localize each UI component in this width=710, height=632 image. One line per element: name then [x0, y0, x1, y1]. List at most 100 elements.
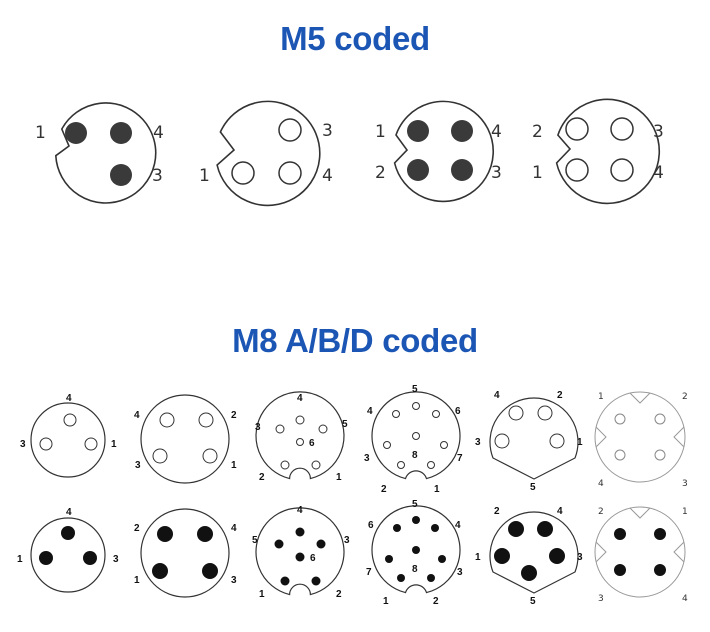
- connector-outline: [30, 402, 106, 478]
- pin: [63, 413, 77, 427]
- pin-label: 2: [532, 122, 543, 142]
- pin-label: 4: [491, 122, 502, 142]
- connector-outline: [216, 100, 321, 207]
- pin-label: 1: [134, 575, 140, 586]
- pin-label: 1: [231, 460, 237, 471]
- pin: [565, 117, 589, 141]
- pin-label: 3: [653, 122, 664, 142]
- pin: [397, 461, 405, 469]
- pin: [39, 551, 53, 565]
- pin: [451, 120, 473, 142]
- pin: [280, 460, 290, 470]
- m5-connector-male-2: 1 4 2 3: [375, 100, 502, 203]
- pin-label: 3: [322, 121, 333, 141]
- pin: [278, 161, 302, 185]
- pin-label: 4: [231, 523, 237, 534]
- m8-male-6pin: 4 5 3 6 1 2: [252, 505, 350, 600]
- pin: [110, 164, 132, 186]
- pin-label: 3: [135, 460, 141, 471]
- pin-label: 6: [309, 438, 315, 449]
- pin-label: 3: [113, 554, 119, 565]
- pin-label: 4: [66, 507, 72, 518]
- connector-outline: [594, 506, 686, 598]
- pin-label: 4: [66, 393, 72, 404]
- pin: [295, 552, 305, 562]
- pin: [508, 405, 524, 421]
- pin-label: 4: [653, 163, 664, 183]
- pin: [83, 551, 97, 565]
- pin-label: 1: [434, 484, 440, 495]
- pin-label: 5: [530, 482, 536, 493]
- m8-female-dcoded: 4 2 3 1 5: [475, 390, 583, 493]
- pin-label: 1: [383, 596, 389, 607]
- pin-label: 2: [557, 390, 563, 401]
- m8-male-keyed-light: 2 1 3 4: [594, 506, 688, 604]
- pin: [61, 526, 75, 540]
- pin: [427, 461, 435, 469]
- m8-female-6pin: 4 3 5 6 2 1: [255, 391, 348, 483]
- pin: [202, 448, 218, 464]
- connector-outline: [393, 100, 495, 203]
- pin: [295, 527, 305, 537]
- connector-outline: [594, 391, 686, 483]
- pin-label: 6: [368, 520, 374, 531]
- pin: [407, 120, 429, 142]
- pin: [654, 449, 666, 461]
- connector-outline: [140, 394, 230, 484]
- pin: [295, 415, 305, 425]
- pin: [311, 460, 321, 470]
- pin: [610, 158, 634, 182]
- pin: [654, 564, 666, 576]
- pin-label: 2: [682, 392, 688, 402]
- m8-male-dcoded: 2 4 1 3 5: [475, 506, 583, 607]
- pin-label: 3: [255, 422, 261, 433]
- pin-label: 1: [17, 554, 23, 565]
- m5-title: M5 coded: [280, 20, 430, 57]
- pin: [231, 161, 255, 185]
- m8-female-keyed-light: 1 2 4 3: [594, 391, 688, 489]
- pin-label: 1: [475, 552, 481, 563]
- pin-label: 3: [682, 479, 688, 489]
- pin: [385, 555, 393, 563]
- pin: [654, 413, 666, 425]
- pin-label: 2: [381, 484, 387, 495]
- pin-label: 4: [367, 406, 373, 417]
- pin: [157, 526, 173, 542]
- pin: [278, 118, 302, 142]
- pin-label: 4: [598, 479, 604, 489]
- pin-label: 1: [375, 122, 386, 142]
- pin: [508, 521, 524, 537]
- pin-label: 4: [297, 393, 303, 404]
- pin-label: 1: [532, 163, 543, 183]
- m8-female-4pin: 4 2 3 1: [134, 394, 237, 484]
- pin-label: 3: [457, 567, 463, 578]
- connector-outline: [371, 391, 461, 480]
- pin-label: 1: [577, 437, 583, 448]
- pin-label: 6: [310, 553, 316, 564]
- pin: [451, 159, 473, 181]
- pin-label: 4: [494, 390, 500, 401]
- pin: [152, 448, 168, 464]
- m8-female-3pin: 4 3 1: [20, 393, 117, 478]
- pin-label: 3: [475, 437, 481, 448]
- pin-label: 1: [35, 123, 46, 143]
- pin-label: 3: [364, 453, 370, 464]
- pin: [537, 521, 553, 537]
- pin: [614, 413, 626, 425]
- pin-label: 1: [598, 392, 604, 402]
- coding-key: [629, 392, 651, 404]
- pin-label: 2: [231, 410, 237, 421]
- connector-outline: [140, 508, 230, 598]
- pin-label: 8: [412, 564, 418, 575]
- pin-label: 2: [375, 163, 386, 183]
- pin-label: 5: [252, 535, 258, 546]
- pin: [274, 539, 284, 549]
- pin: [521, 565, 537, 581]
- m8-male-4pin: 2 4 1 3: [134, 508, 237, 598]
- pin: [393, 524, 401, 532]
- pin-label: 5: [412, 384, 418, 395]
- pin: [110, 122, 132, 144]
- pin-label: 5: [412, 499, 418, 510]
